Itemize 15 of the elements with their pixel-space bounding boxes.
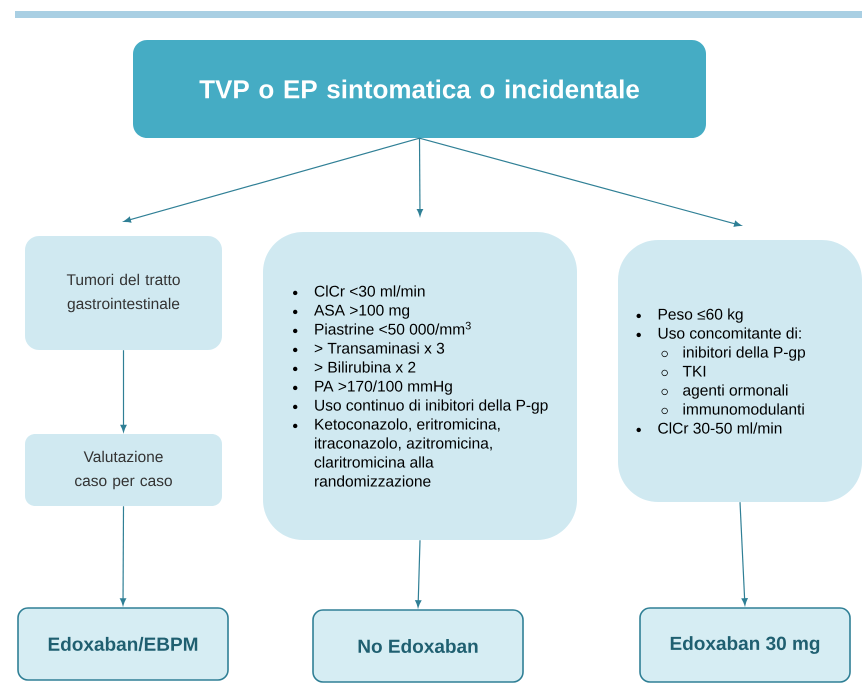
arrow (415, 540, 422, 608)
criteria-list-box: Peso ≤60 kg Uso concomitante di: inibitori della P-gp TKI agenti ormonali immunomodulanti ClCr 30-50 ml/min (618, 240, 862, 502)
outcome-box: No Edoxaban (312, 609, 524, 683)
title-box: TVP o EP sintomatica o incidentale (133, 40, 706, 138)
arrow (419, 138, 742, 227)
arrow (120, 506, 126, 606)
criteria-list-box: ClCr <30 ml/min ASA >100 mg Piastrine <50 000/mm$^{3}$ > Transaminasi x 3 > Bilirubina x 2 PA >170/100 mmHg Uso continuo di inibitori della P-gp Ketoconazolo, eritromicina, itraconazolo, azitromicina, claritromicina alla randomizzazione (263, 232, 577, 540)
arrow (416, 138, 423, 216)
arrow (739, 502, 748, 606)
criteria-box: Valutazione caso per caso (25, 434, 222, 506)
arrow (124, 138, 420, 223)
outcome-box: Edoxaban/EBPM (17, 607, 229, 681)
outcome-box: Edoxaban 30 mg (639, 607, 851, 683)
criteria-box: Tumori del tratto gastrointestinale (25, 236, 222, 350)
arrow (120, 350, 127, 432)
